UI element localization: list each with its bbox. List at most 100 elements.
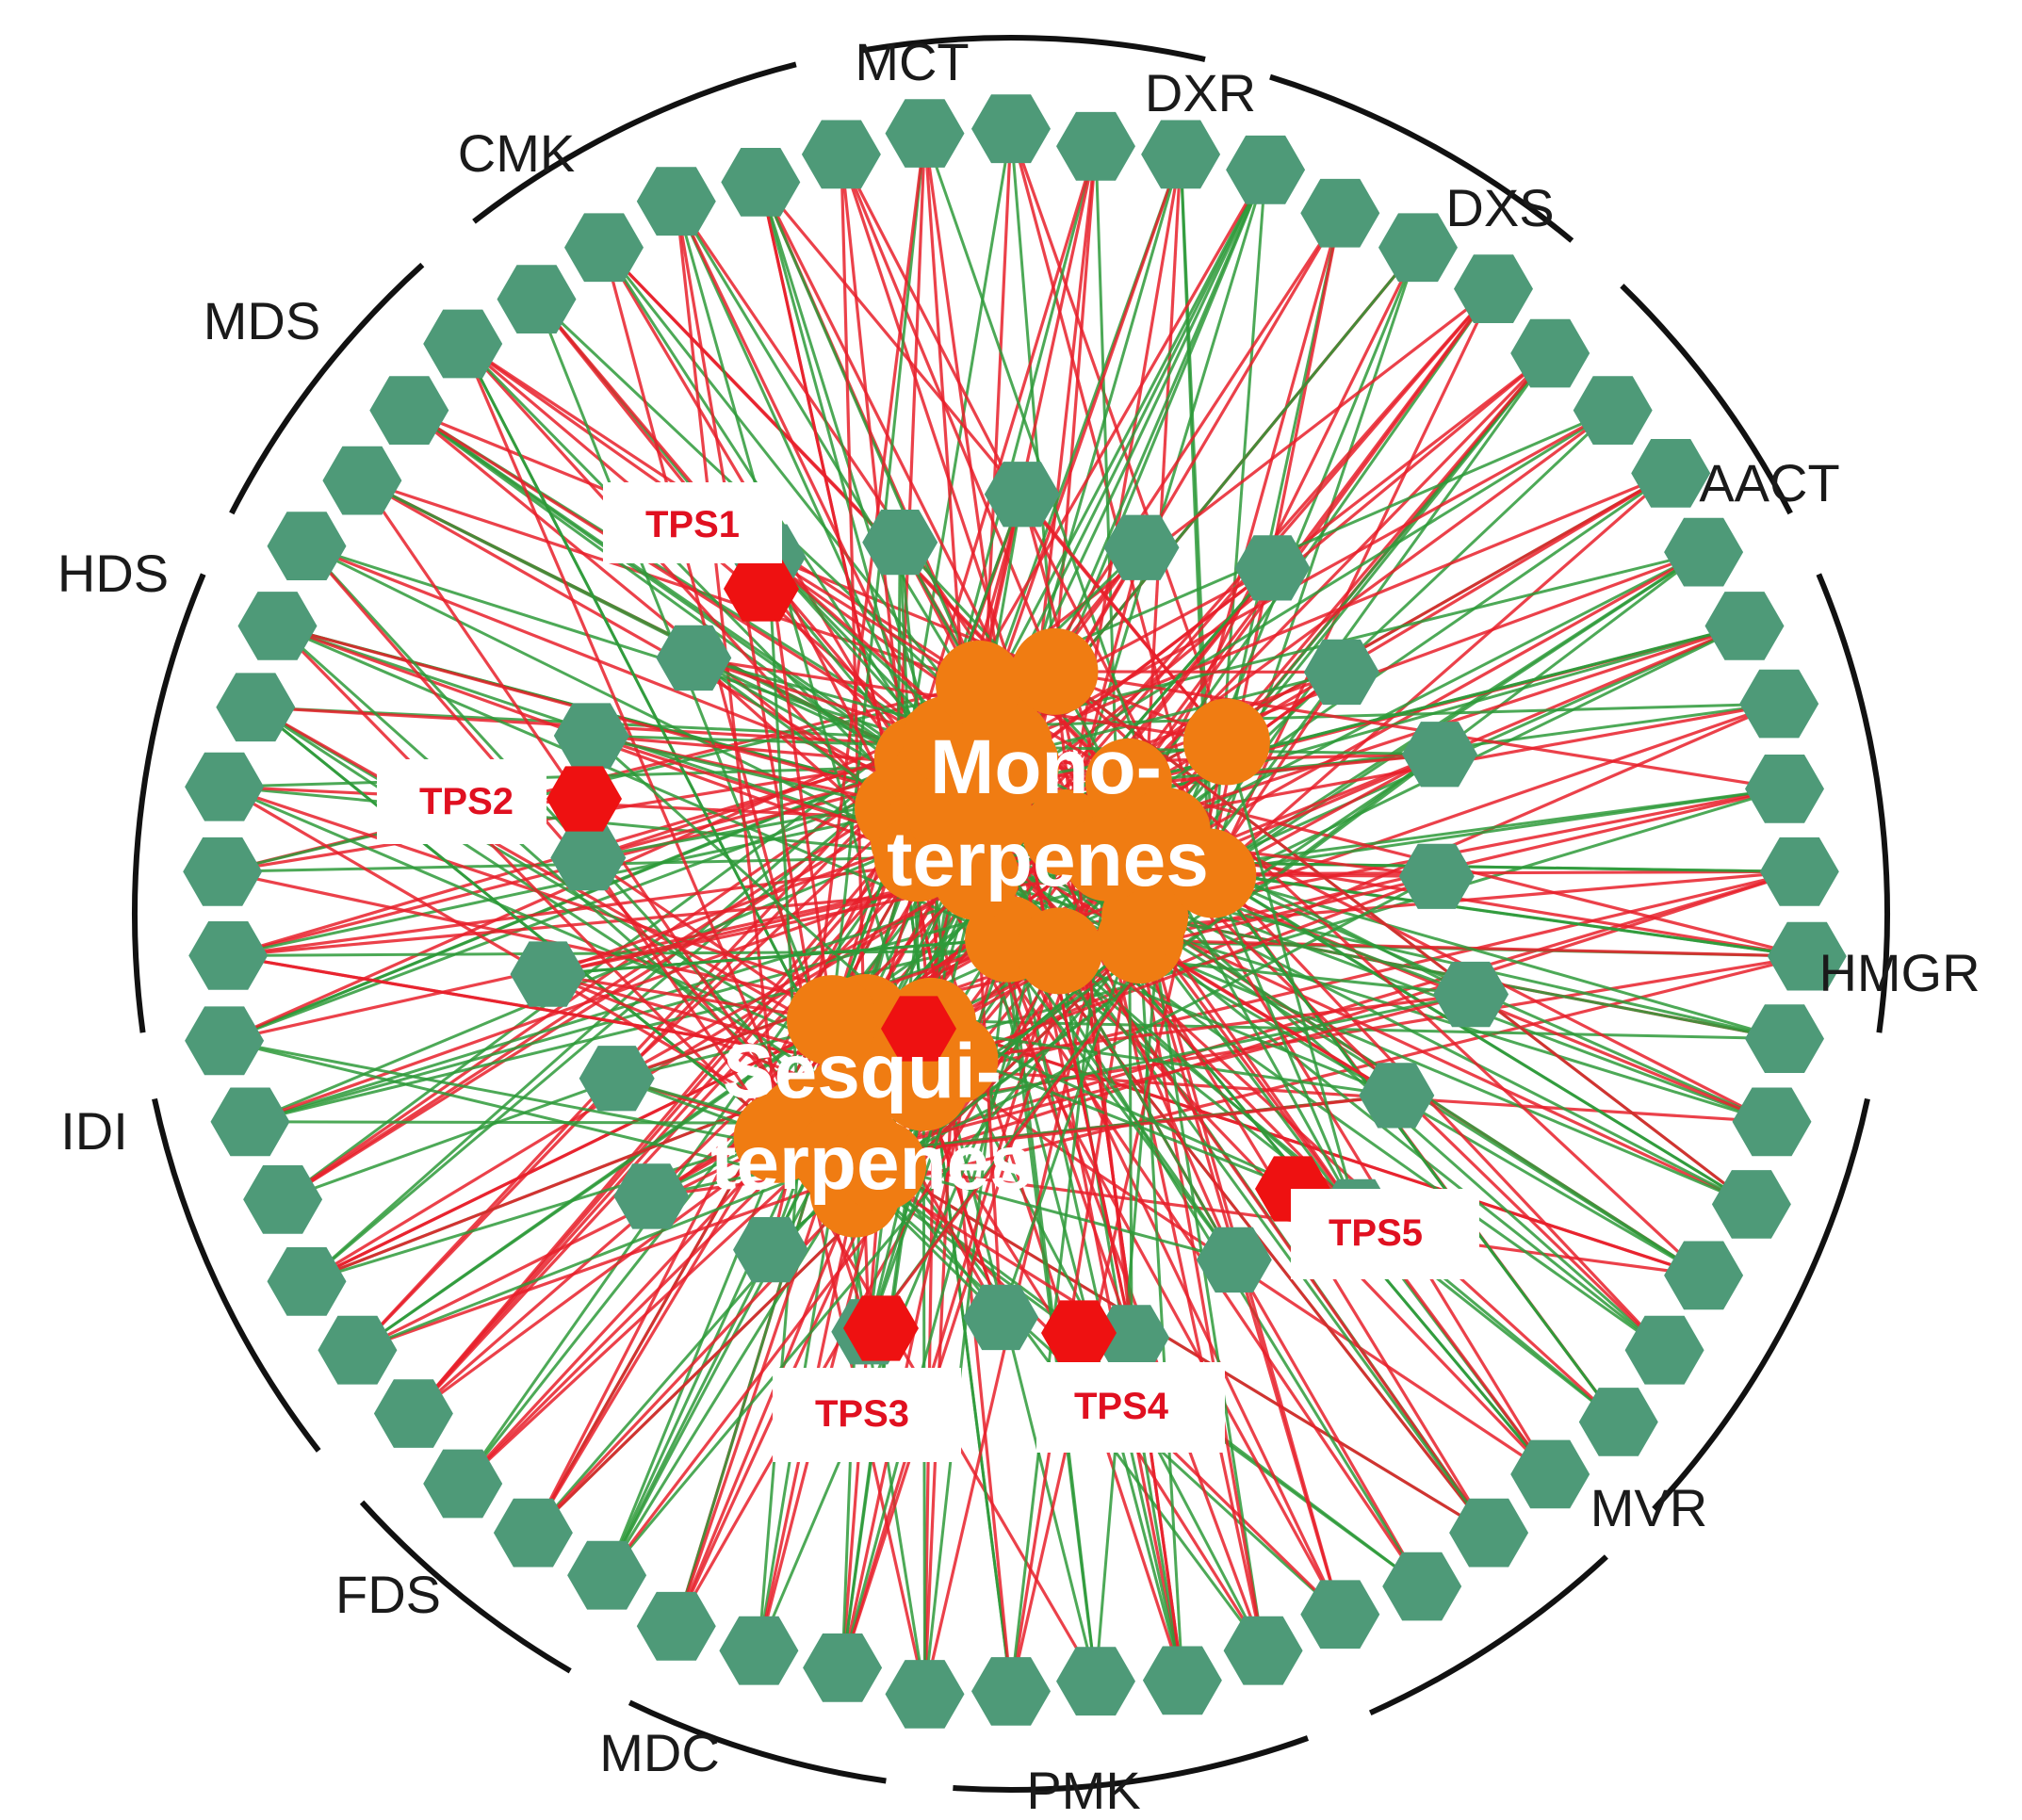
tps5-label: TPS5: [1329, 1212, 1423, 1254]
gene-node-outer-34: [567, 1540, 647, 1610]
ring-arc-0: [861, 35, 1206, 63]
gene-node-outer-29: [971, 1657, 1051, 1726]
negative-edge-282: [227, 953, 866, 1066]
positive-edge-265: [250, 1120, 802, 1125]
gene-node-outer-38: [318, 1315, 398, 1385]
gene-node-outer-12: [1739, 669, 1819, 739]
gene-node-outer-27: [1142, 1646, 1222, 1715]
tps-node-2: [843, 1295, 919, 1361]
gene-node-outer-56: [801, 120, 881, 189]
gene-node-outer-23: [1449, 1498, 1529, 1568]
mono-label-line1: Mono-: [930, 724, 1162, 810]
label-dxr: DXR: [1145, 63, 1256, 122]
ring-arc-8: [359, 1500, 572, 1674]
positive-edge-335: [461, 343, 854, 1097]
gene-node-inner-7: [1433, 961, 1509, 1028]
negative-edge-240: [412, 1129, 801, 1415]
negative-edge-400: [1015, 566, 1274, 765]
positive-edge-315: [306, 544, 939, 748]
tps-node-5: [881, 996, 956, 1062]
gene-node-outer-51: [423, 309, 503, 379]
gene-node-outer-43: [188, 921, 269, 990]
gene-node-outer-44: [183, 837, 263, 906]
label-hds: HDS: [57, 544, 169, 603]
tps1-label: TPS1: [645, 504, 740, 545]
gene-node-outer-42: [185, 1006, 265, 1076]
gene-node-outer-17: [1732, 1087, 1812, 1157]
monoterpene-node-27: [946, 772, 1033, 859]
gene-node-outer-15: [1767, 921, 1847, 991]
gene-node-outer-11: [1704, 592, 1785, 660]
positive-edge-79: [996, 702, 1780, 728]
ring-arc-5: [1368, 1554, 1608, 1716]
tps-node-3: [1041, 1300, 1117, 1366]
label-aact: AACT: [1699, 453, 1839, 512]
outer-ring: [132, 35, 1890, 1793]
negative-edge-451: [1052, 671, 1133, 1339]
gene-node-outer-50: [369, 376, 449, 445]
gene-node-outer-4: [1300, 178, 1380, 248]
gene-node-inner-0: [862, 510, 938, 576]
sesquiterpene-node-13: [787, 975, 877, 1066]
gene-node-inner-17: [510, 941, 586, 1007]
monoterpene-node-11: [1182, 698, 1270, 786]
gene-node-outer-54: [636, 167, 716, 236]
negative-edge-38: [978, 287, 1494, 686]
gene-node-outer-30: [885, 1660, 965, 1729]
tps3-label-box: [773, 1368, 961, 1462]
tps3-label: TPS3: [815, 1393, 909, 1435]
tps5-label-box: [1291, 1189, 1479, 1279]
ring-arc-1: [1269, 73, 1574, 243]
outer-gene-nodes: [183, 94, 1847, 1729]
gene-node-inner-4: [1303, 639, 1379, 706]
tps-node-0: [724, 556, 799, 622]
ring-arc-2: [1620, 284, 1793, 515]
gene-node-outer-32: [719, 1616, 799, 1685]
label-fds: FDS: [335, 1565, 441, 1624]
gene-node-outer-18: [1711, 1170, 1791, 1239]
gene-node-inner-6: [1398, 843, 1475, 909]
gene-node-outer-37: [373, 1379, 453, 1448]
negative-edge-385: [1020, 493, 1229, 743]
negative-edge-495: [586, 856, 780, 1139]
positive-edge-369: [830, 133, 926, 1021]
label-hmgr: HMGR: [1818, 943, 1980, 1002]
terpene-clusters: [733, 627, 1270, 1238]
gene-node-inner-10: [1196, 1227, 1272, 1293]
positive-edge-359: [758, 182, 920, 760]
positive-edge-250: [356, 1150, 863, 1352]
positive-edge-444: [880, 1163, 1235, 1261]
negative-edge-493: [546, 972, 853, 1098]
gene-node-inner-18: [550, 824, 627, 891]
label-mds: MDS: [204, 291, 320, 350]
gene-node-outer-33: [636, 1591, 716, 1661]
tps-node-1: [546, 766, 622, 832]
positive-edge-252: [305, 744, 940, 1283]
negative-edge-321: [361, 479, 980, 686]
gene-node-outer-1: [1056, 111, 1135, 181]
negative-edge-512: [766, 556, 834, 1021]
negative-edge-431: [839, 1094, 1397, 1160]
negative-edge-405: [1054, 670, 1342, 674]
gene-node-outer-5: [1378, 213, 1458, 283]
sesqui-label-line2: terpenes: [710, 1120, 1033, 1206]
mono-label-line2: terpenes: [887, 817, 1209, 902]
label-pmk: PMK: [1026, 1761, 1140, 1820]
positive-edge-362: [758, 181, 998, 727]
gene-node-outer-20: [1624, 1315, 1704, 1385]
gene-node-inner-8: [1359, 1063, 1435, 1129]
negative-edge-40: [974, 287, 1495, 878]
positive-edge-46: [1143, 352, 1552, 918]
label-cmk: CMK: [458, 123, 575, 183]
negative-edge-10: [977, 145, 1098, 685]
gene-group-labels: MCT DXR DXS AACT HMGR MVR PMK MDC FDS ID…: [57, 32, 1981, 1820]
negative-edge-487: [547, 852, 1119, 976]
negative-edge-245: [356, 1128, 801, 1352]
positive-edge-310: [276, 625, 883, 1167]
positive-edge-140: [1208, 870, 1621, 1423]
gene-node-outer-36: [423, 1449, 503, 1519]
gene-node-outer-8: [1573, 376, 1653, 445]
label-mvr: MVR: [1590, 1478, 1707, 1537]
gene-node-outer-26: [1223, 1616, 1303, 1685]
ring-arc-3: [1816, 573, 1890, 1033]
